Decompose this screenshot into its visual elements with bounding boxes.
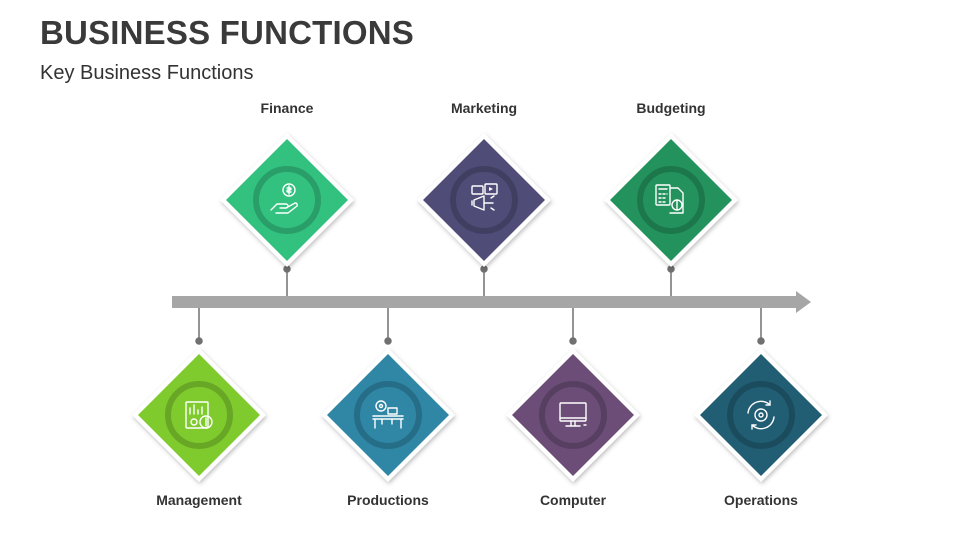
operations-diamond xyxy=(694,348,828,482)
connector-operations xyxy=(757,308,765,345)
function-label-finance: Finance xyxy=(260,100,314,116)
timeline-arrow xyxy=(172,291,811,313)
connector-finance xyxy=(283,265,291,296)
management-diamond xyxy=(132,348,266,482)
finance-diamond xyxy=(220,133,354,267)
calculator-document-icon xyxy=(655,184,684,214)
function-label-operations: Operations xyxy=(724,492,798,508)
report-coin-icon xyxy=(185,401,213,429)
function-label-productions: Productions xyxy=(347,492,429,508)
hand-coin-icon xyxy=(270,183,298,214)
connector-computer xyxy=(569,308,577,345)
connector-budgeting xyxy=(667,265,675,296)
function-label-marketing: Marketing xyxy=(450,100,518,116)
marketing-diamond xyxy=(417,133,551,267)
connector-marketing xyxy=(480,265,488,296)
function-label-computer: Computer xyxy=(539,492,607,508)
computer-diamond xyxy=(506,348,640,482)
page-subtitle: Key Business Functions xyxy=(40,62,254,84)
budgeting-diamond xyxy=(604,133,738,267)
page-title: BUSINESS FUNCTIONS xyxy=(40,14,414,51)
connector-management xyxy=(195,308,203,345)
function-label-management: Management xyxy=(156,492,242,508)
function-label-budgeting: Budgeting xyxy=(636,100,706,116)
megaphone-icon xyxy=(471,183,498,211)
production-line-icon xyxy=(372,400,404,429)
productions-diamond xyxy=(321,348,455,482)
gear-cycle-icon xyxy=(747,400,775,430)
connector-productions xyxy=(384,308,392,345)
monitor-icon xyxy=(559,402,587,427)
